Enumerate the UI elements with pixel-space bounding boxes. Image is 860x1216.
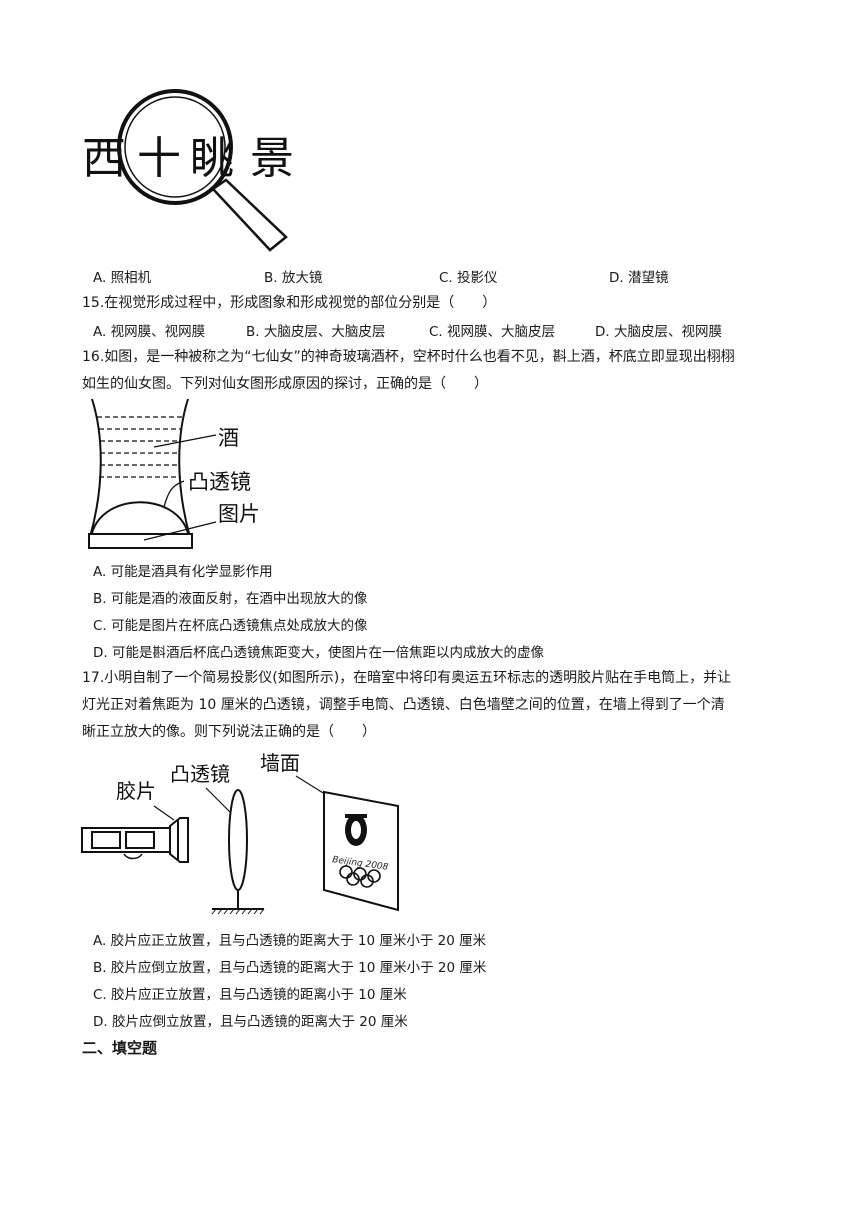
q16-stem-line2: 如生的仙女图。下列对仙女图形成原因的探讨，正确的是（ ） bbox=[82, 376, 488, 392]
projector-figure: 胶片 凸透镜 墙面 Beijing 2008 bbox=[81, 751, 399, 915]
wine-lines bbox=[97, 416, 183, 478]
q17-option-d[interactable]: D. 胶片应倒立放置，且与凸透镜的距离大于 20 厘米 bbox=[93, 1014, 408, 1030]
glass-base bbox=[88, 533, 193, 549]
q16-option-c[interactable]: C. 可能是图片在杯底凸透镜焦点处成放大的像 bbox=[93, 618, 368, 634]
q17-option-b[interactable]: B. 胶片应倒立放置，且与凸透镜的距离大于 10 厘米小于 20 厘米 bbox=[93, 960, 487, 976]
q16-option-d[interactable]: D. 可能是斟酒后杯底凸透镜焦距变大，使图片在一倍焦距以内成放大的虚像 bbox=[93, 645, 544, 661]
figure-char: 十 bbox=[137, 133, 181, 184]
glass-right-wall bbox=[178, 398, 191, 538]
q17-stem-line2: 灯光正对着焦距为 10 厘米的凸透镜，调整手电筒、凸透镜、白色墙壁之间的位置，在… bbox=[82, 697, 725, 713]
magnifier-figure: 西 十 眺 景 bbox=[82, 89, 294, 252]
q14-option-a[interactable]: A. 照相机 bbox=[93, 270, 152, 286]
olympic-emblem bbox=[345, 814, 367, 846]
q15-option-b[interactable]: B. 大脑皮层、大脑皮层 bbox=[246, 324, 386, 340]
q17-option-c[interactable]: C. 胶片应正立放置，且与凸透镜的距离小于 10 厘米 bbox=[93, 987, 407, 1003]
q17-option-a[interactable]: A. 胶片应正立放置，且与凸透镜的距离大于 10 厘米小于 20 厘米 bbox=[93, 933, 487, 949]
q14-option-c[interactable]: C. 投影仪 bbox=[439, 270, 498, 286]
label-lens: 凸透镜 bbox=[170, 762, 230, 786]
q15-option-a[interactable]: A. 视网膜、视网膜 bbox=[93, 324, 206, 340]
q14-option-b[interactable]: B. 放大镜 bbox=[264, 270, 323, 286]
magnifier-lens bbox=[117, 89, 233, 205]
q16-stem-line1: 16.如图，是一种被称之为“七仙女”的神奇玻璃酒杯，空杯时什么也看不见，斟上酒，… bbox=[82, 349, 735, 365]
olympic-rings bbox=[339, 865, 381, 888]
magnifier-lens-inner bbox=[124, 96, 226, 198]
leader-wall bbox=[295, 775, 329, 797]
leader-film bbox=[153, 805, 175, 821]
q17-stem-line3: 晰正立放大的像。则下列说法正确的是（ ） bbox=[82, 724, 376, 740]
section-heading: 二、填空题 bbox=[82, 1039, 158, 1057]
figure-char: 眺 bbox=[190, 133, 234, 184]
convex-lens-dome bbox=[91, 501, 189, 534]
convex-lens bbox=[228, 789, 248, 891]
label-lens: 凸透镜 bbox=[188, 470, 251, 494]
label-wine: 酒 bbox=[218, 426, 239, 450]
wine-glass-figure: 酒 凸透镜 图片 bbox=[88, 398, 260, 549]
flashlight-switch bbox=[123, 853, 143, 860]
q14-option-d[interactable]: D. 潜望镜 bbox=[609, 270, 669, 286]
label-wall: 墙面 bbox=[260, 751, 300, 775]
glass-left-wall bbox=[89, 398, 102, 538]
ground-hatch bbox=[211, 908, 265, 915]
label-film: 胶片 bbox=[116, 779, 156, 803]
q16-option-a[interactable]: A. 可能是酒具有化学显影作用 bbox=[93, 564, 273, 580]
wall-screen bbox=[323, 790, 399, 912]
label-picture: 图片 bbox=[218, 502, 260, 526]
q16-option-b[interactable]: B. 可能是酒的液面反射，在酒中出现放大的像 bbox=[93, 591, 368, 607]
q15-stem: 15.在视觉形成过程中，形成图象和形成视觉的部位分别是（ ） bbox=[82, 295, 497, 311]
q15-option-c[interactable]: C. 视网膜、大脑皮层 bbox=[429, 324, 556, 340]
q15-option-d[interactable]: D. 大脑皮层、视网膜 bbox=[595, 324, 722, 340]
leader-picture bbox=[143, 521, 217, 541]
figure-char: 景 bbox=[250, 133, 294, 184]
leader-wine bbox=[153, 434, 217, 448]
flashlight bbox=[81, 817, 189, 863]
leader-lens bbox=[163, 480, 185, 508]
q17-stem-line1: 17.小明自制了一个简易投影仪(如图所示)，在暗室中将印有奥运五环标志的透明胶片… bbox=[82, 670, 732, 686]
magnifier-handle bbox=[211, 178, 288, 252]
leader-lens bbox=[205, 787, 233, 815]
